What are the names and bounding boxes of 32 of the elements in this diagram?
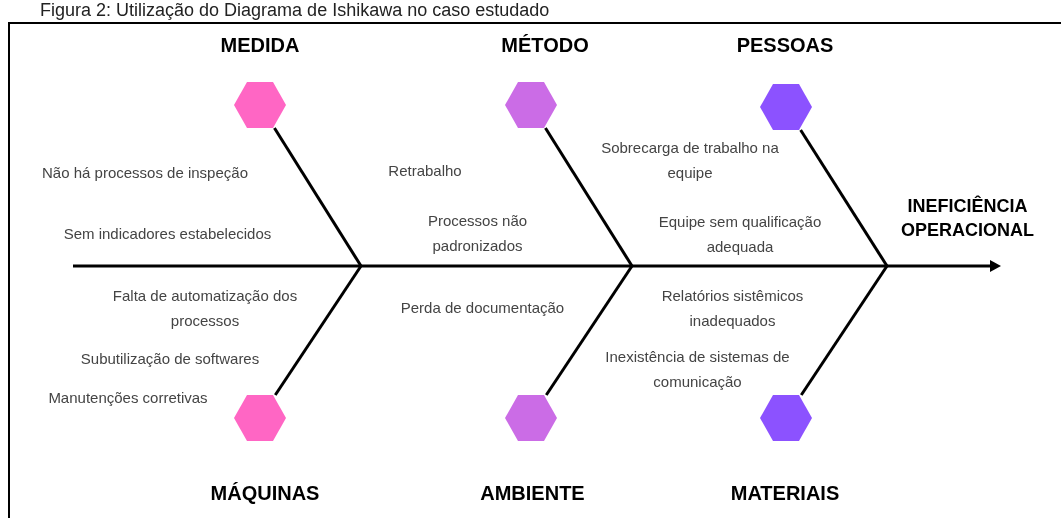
cause-label: Sem indicadores estabelecidos	[62, 224, 273, 244]
cause-label: Sobrecarga de trabalho na equipe	[600, 138, 780, 183]
bone-line	[273, 127, 363, 267]
cause-label: Falta de automatização dos processos	[111, 286, 299, 331]
hexagon	[234, 395, 286, 441]
bone-line	[544, 127, 634, 267]
cause-label: Inexistência de sistemas de comunicação	[604, 347, 791, 392]
cause-label: Processos não padronizados	[426, 211, 529, 256]
effect-label: INEFICIÊNCIA OPERACIONAL	[900, 194, 1035, 243]
hexagon	[760, 395, 812, 441]
category-label: MÉTODO	[500, 33, 590, 58]
cause-label: Não há processos de inspeção	[41, 163, 249, 183]
category-label: MEDIDA	[219, 33, 301, 58]
category-label: MATERIAIS	[729, 481, 841, 506]
cause-label: Manutenções corretivas	[47, 388, 209, 408]
category-label: PESSOAS	[735, 33, 835, 58]
bone-line	[800, 265, 889, 396]
bone-line	[274, 265, 363, 396]
cause-label: Relatórios sistêmicos inadequados	[660, 286, 805, 331]
cause-label: Retrabalho	[387, 161, 463, 181]
hexagon	[505, 82, 557, 128]
bone-line	[545, 265, 634, 396]
cause-label: Subutilização de softwares	[79, 349, 261, 369]
category-label: MÁQUINAS	[209, 481, 321, 506]
figure-title: Figura 2: Utilização do Diagrama de Ishikawa no caso estudado	[40, 0, 550, 20]
cause-label: Equipe sem qualificação adequada	[657, 212, 823, 257]
category-label: AMBIENTE	[479, 481, 586, 506]
cause-label: Perda de documentação	[399, 298, 566, 318]
hexagon	[505, 395, 557, 441]
bone-line	[799, 129, 889, 267]
hexagon	[760, 84, 812, 130]
hexagon	[234, 82, 286, 128]
